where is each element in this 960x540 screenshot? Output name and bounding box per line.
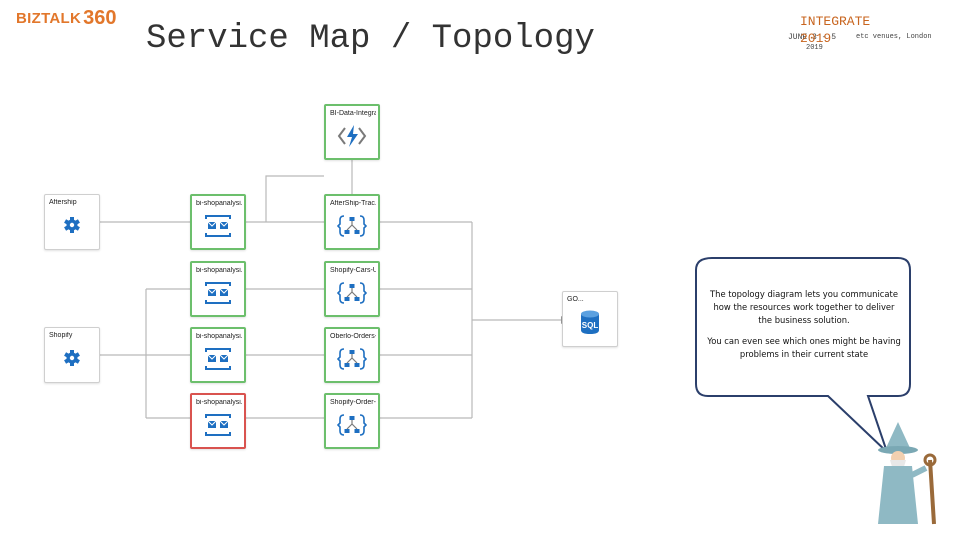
node-shopify[interactable]: Shopify <box>44 327 100 383</box>
edge-bishop1-function <box>265 175 324 222</box>
node-label: Oberlo-Orders-... <box>330 333 376 340</box>
logic-app-icon <box>337 412 367 438</box>
biztalk360-logo: BIZTALK 360 <box>16 6 117 30</box>
gear-connector-icon <box>57 345 87 371</box>
logic-app-icon <box>337 280 367 306</box>
node-sql-database[interactable]: GO... SQL <box>562 291 618 347</box>
node-label: AfterShip-Trac... <box>330 200 376 207</box>
node-aftership[interactable]: Aftership <box>44 194 100 250</box>
sql-database-icon: SQL <box>575 309 605 335</box>
node-label: bi-shopanalysi... <box>196 267 242 274</box>
event-venue: etc venues, London <box>856 33 932 41</box>
event-date: JUNE 3 - 5 <box>788 33 837 42</box>
logo-number: 360 <box>83 6 117 29</box>
event-year: 2019 <box>800 31 832 46</box>
node-label: bi-shopanalysi... <box>196 333 242 340</box>
callout-paragraph: You can even see which ones might be hav… <box>707 336 901 359</box>
node-bi-data-integration[interactable]: BI-Data-Integra... <box>324 104 380 160</box>
node-bi-shopanalysis-4[interactable]: bi-shopanalysi... <box>190 393 246 449</box>
node-shopify-cars[interactable]: Shopify-Cars-U... <box>324 261 380 317</box>
function-app-icon <box>337 123 367 149</box>
svg-text:SQL: SQL <box>582 321 599 330</box>
node-label: bi-shopanalysi... <box>196 399 242 406</box>
node-shopify-order[interactable]: Shopify-Order-... <box>324 393 380 449</box>
service-bus-icon <box>203 412 233 438</box>
logic-app-icon <box>337 213 367 239</box>
gear-connector-icon <box>57 212 87 238</box>
node-label: Shopify-Order-... <box>330 399 376 406</box>
node-bi-shopanalysis-2[interactable]: bi-shopanalysi... <box>190 261 246 317</box>
event-year-small: 2019 <box>806 44 823 52</box>
node-bi-shopanalysis-1[interactable]: bi-shopanalysi... <box>190 194 246 250</box>
callout-paragraph: The topology diagram lets you communicat… <box>710 289 898 325</box>
logic-app-icon <box>337 346 367 372</box>
node-label: BI-Data-Integra... <box>330 110 376 117</box>
service-bus-icon <box>203 346 233 372</box>
page-title: Service Map / Topology <box>146 20 595 58</box>
wizard-mascot-illustration <box>878 422 937 525</box>
node-label: GO... <box>567 296 584 303</box>
logo-text: BIZTALK <box>16 9 82 27</box>
node-label: Aftership <box>49 199 77 206</box>
callout-text: The topology diagram lets you communicat… <box>706 288 902 369</box>
node-bi-shopanalysis-3[interactable]: bi-shopanalysi... <box>190 327 246 383</box>
node-oberlo-orders[interactable]: Oberlo-Orders-... <box>324 327 380 383</box>
event-name: INTEGRATE <box>800 14 871 29</box>
node-aftership-tracking[interactable]: AfterShip-Trac... <box>324 194 380 250</box>
service-bus-icon <box>203 213 233 239</box>
node-label: bi-shopanalysi... <box>196 200 242 207</box>
node-label: Shopify <box>49 332 73 339</box>
service-bus-icon <box>203 280 233 306</box>
node-label: Shopify-Cars-U... <box>330 267 376 274</box>
callout-bubble <box>695 257 911 453</box>
